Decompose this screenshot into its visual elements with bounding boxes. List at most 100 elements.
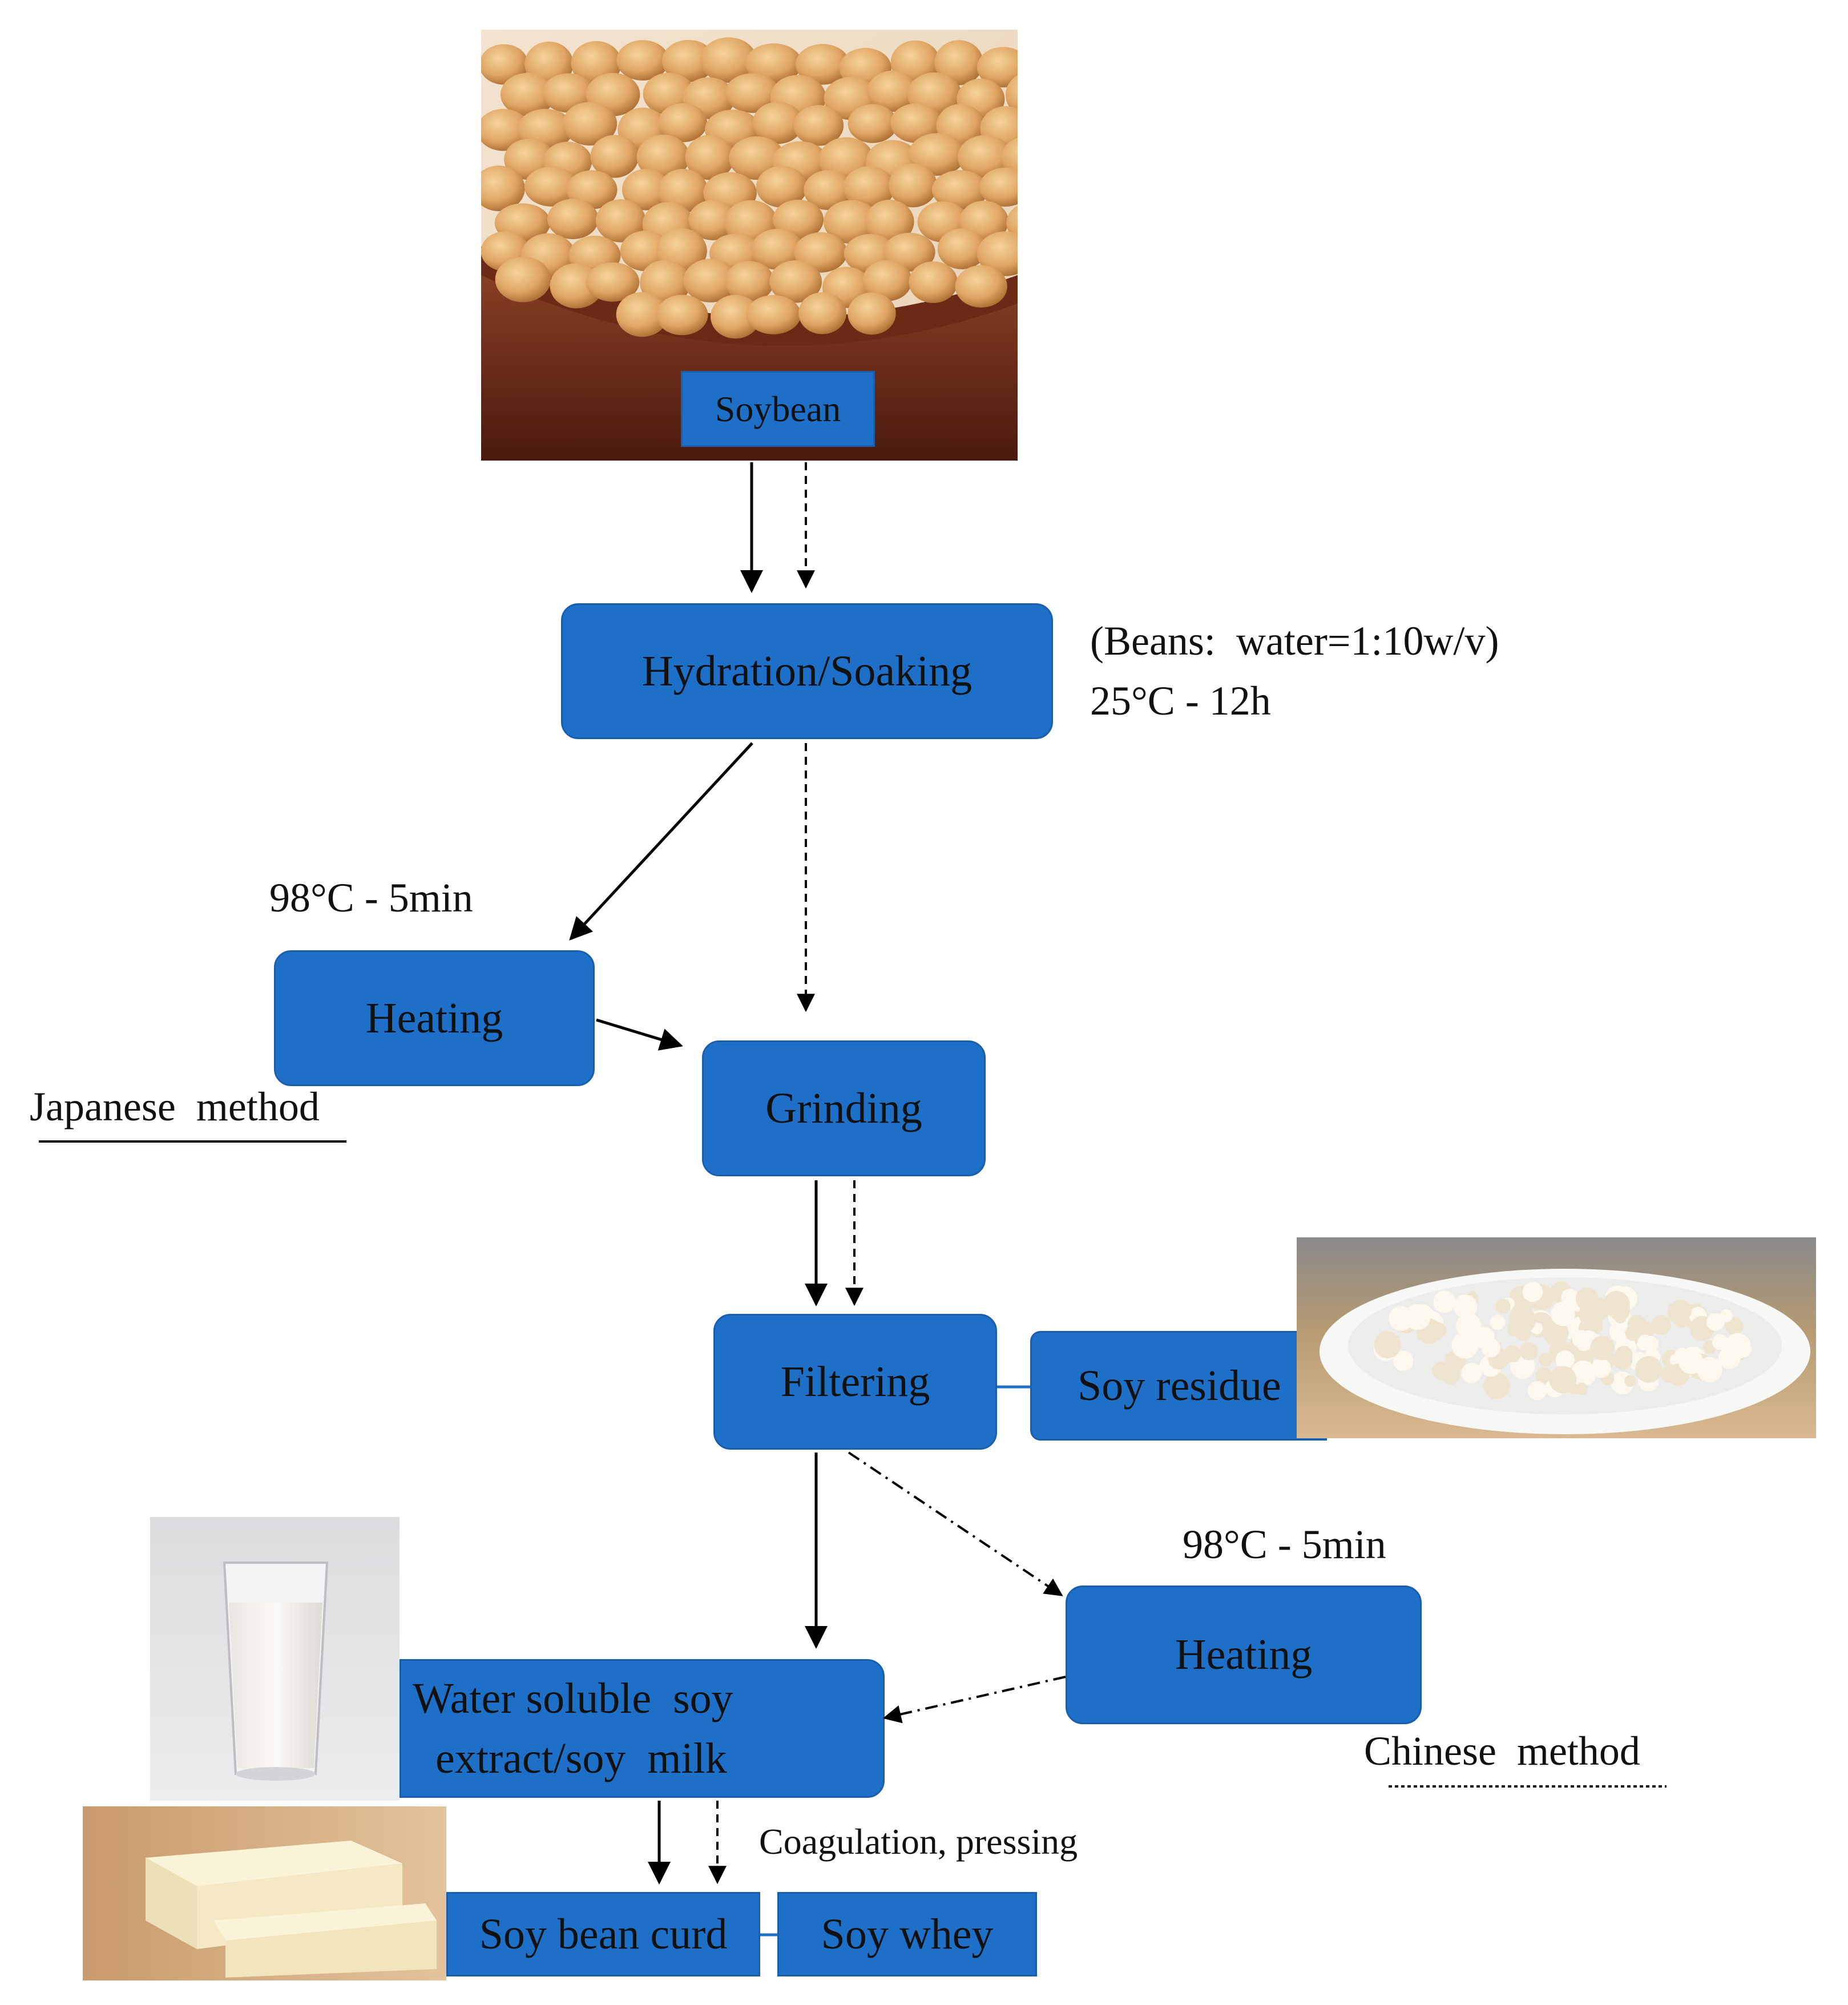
soybean-texture	[843, 166, 895, 209]
okara-texture	[1555, 1350, 1575, 1370]
soybean-texture	[867, 70, 918, 112]
okara-texture	[1451, 1332, 1479, 1359]
soybean-bowl-photo	[481, 30, 1018, 461]
soy-bean-curd-node: Soy bean curd	[446, 1892, 760, 1976]
okara-texture	[1527, 1381, 1547, 1401]
soybean-texture	[688, 200, 737, 240]
okara-texture	[1441, 1365, 1460, 1385]
soybean-texture	[977, 47, 1018, 88]
okara-texture	[1670, 1300, 1692, 1321]
okara-texture	[1523, 1282, 1543, 1302]
soybean-texture	[683, 259, 738, 302]
soybean-texture	[756, 166, 808, 208]
arrow-heating-japanese-grinding	[596, 1018, 683, 1051]
soybean-texture	[481, 108, 530, 151]
okara-texture	[1433, 1290, 1456, 1313]
chinese-method-label: Chinese method	[1364, 1728, 1640, 1774]
arrow-filtering-heating-chinese	[848, 1451, 1063, 1596]
soybean-texture	[616, 292, 668, 337]
soybean-texture	[657, 168, 708, 213]
coagulation-note: Coagulation, pressing	[759, 1821, 1078, 1862]
soy-residue-node: Soy residue	[1030, 1331, 1327, 1441]
okara-texture	[1495, 1298, 1511, 1314]
soybean-texture	[769, 260, 822, 303]
okara-texture	[1539, 1353, 1553, 1367]
okara-texture	[1393, 1350, 1414, 1371]
soybean-texture	[794, 232, 848, 273]
okara-texture	[1614, 1312, 1627, 1324]
soy-residue-label: Soy residue	[1078, 1361, 1281, 1410]
okara-texture	[1483, 1372, 1510, 1399]
soybean-texture	[685, 135, 735, 180]
soy-whey-node: Soy whey	[777, 1892, 1037, 1976]
okara-texture	[1612, 1350, 1633, 1370]
grinding-label: Grinding	[765, 1084, 922, 1132]
soybean-texture	[931, 170, 988, 210]
soybean-texture	[616, 40, 669, 81]
okara-texture	[1543, 1320, 1569, 1346]
soybean-texture	[710, 295, 761, 339]
okara-texture	[1651, 1314, 1671, 1335]
soybean-texture	[889, 163, 938, 208]
heating-chinese-node: Heating	[1066, 1586, 1422, 1724]
arrow-heating-chinese-soymilk	[882, 1676, 1066, 1724]
soybean-texture	[495, 256, 551, 302]
heating-chinese-label: Heating	[1175, 1631, 1313, 1679]
soybean-texture	[1006, 75, 1018, 115]
soak-condition-note: 25°C - 12h	[1090, 678, 1271, 724]
soybean-texture	[977, 231, 1018, 276]
okara-texture	[1589, 1336, 1615, 1361]
milk-glass-photo	[150, 1517, 400, 1801]
chinese-heat-note: 98°C - 5min	[1183, 1522, 1386, 1567]
soy-whey-label: Soy whey	[821, 1910, 994, 1958]
soybean-texture	[824, 200, 879, 244]
soy-milk-label-line2: extract/soy milk	[435, 1734, 727, 1782]
soybean-texture	[725, 261, 774, 302]
soybean-texture	[481, 44, 528, 85]
soybean-texture	[656, 295, 708, 336]
soybean-texture	[562, 102, 618, 146]
tofu-block-photo	[83, 1806, 446, 1980]
hydration-label: Hydration/Soaking	[641, 647, 973, 695]
heating-japanese-label: Heating	[365, 994, 503, 1042]
soybean-texture	[658, 103, 708, 143]
okara-texture	[1725, 1333, 1751, 1359]
arrow-hydration-heating-japanese	[569, 742, 753, 941]
soybean-texture	[796, 44, 850, 85]
okara-texture	[1582, 1288, 1596, 1302]
soy-bean-curd-label: Soy bean curd	[479, 1910, 728, 1958]
soybean-texture	[979, 167, 1018, 207]
soybean-texture	[865, 200, 914, 244]
filtering-label: Filtering	[780, 1357, 930, 1406]
okara-texture	[1624, 1375, 1636, 1387]
soybean-texture	[725, 73, 780, 113]
soybean-texture	[751, 228, 804, 270]
soybean-texture	[661, 39, 715, 82]
soybean-texture	[586, 262, 640, 302]
soybean-texture	[798, 292, 846, 334]
soybean-texture	[909, 261, 958, 303]
okara-texture	[1554, 1309, 1568, 1324]
soybean-texture	[890, 103, 942, 143]
soybean-texture	[524, 166, 579, 207]
soybean-texture	[636, 134, 690, 180]
soybean-texture	[955, 265, 1007, 308]
okara-texture	[1675, 1348, 1689, 1362]
soybean-texture	[934, 40, 983, 86]
okara-texture	[1706, 1313, 1725, 1331]
soybean-texture	[1000, 138, 1018, 178]
soy-milk-label-line1: Water soluble soy	[413, 1674, 733, 1722]
soybean-texture	[937, 228, 987, 269]
soybean-texture	[862, 260, 912, 301]
soybean-texture	[804, 170, 853, 211]
soybean-texture	[500, 72, 556, 116]
soybean-texture	[700, 37, 757, 83]
soybean-texture	[622, 168, 671, 211]
okara-texture	[1579, 1301, 1605, 1328]
soybean-texture	[848, 292, 896, 335]
okara-texture	[1570, 1360, 1596, 1386]
soybean-texture	[640, 260, 691, 305]
okara-texture	[1404, 1304, 1431, 1330]
soybean-texture	[745, 43, 802, 84]
okara-texture	[1374, 1331, 1401, 1358]
